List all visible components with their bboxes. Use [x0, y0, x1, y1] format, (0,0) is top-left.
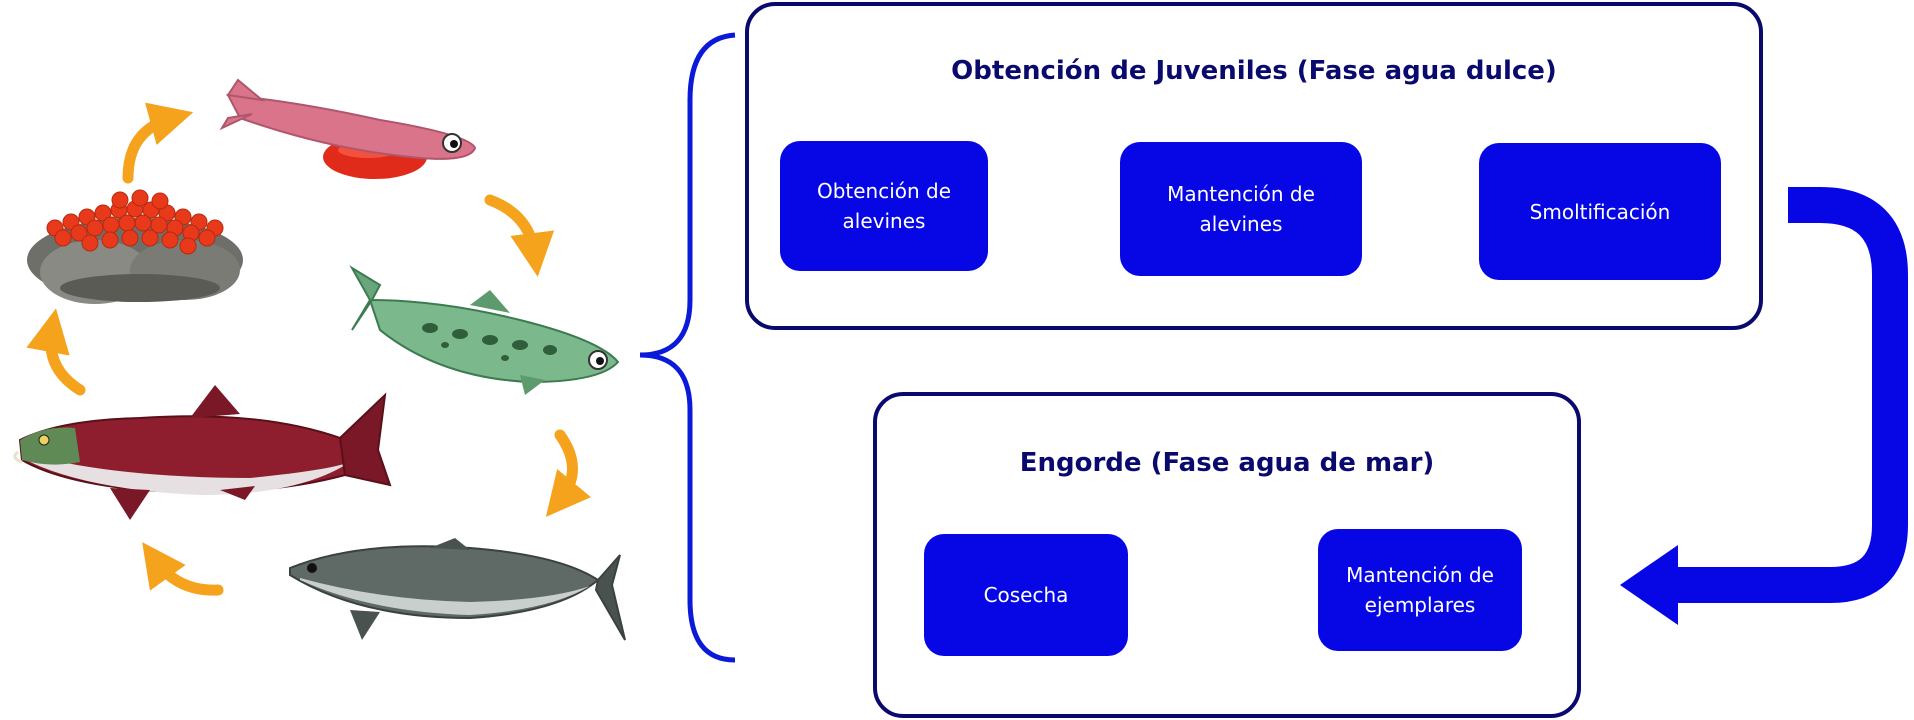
cycle-arrow-icon	[26, 308, 86, 396]
step-smoltification[interactable]: Smoltificación	[1479, 143, 1721, 280]
cycle-arrow-icon	[484, 194, 555, 277]
cycle-arrow-icon	[142, 542, 224, 596]
eggs-icon	[27, 189, 243, 304]
step-maintain-specimens[interactable]: Mantención de ejemplares	[1318, 529, 1522, 651]
spawning-salmon-icon	[13, 385, 392, 520]
flow-arrow-icon	[1620, 187, 1908, 625]
alevin-icon	[219, 78, 477, 179]
cycle-arrow-icon	[545, 429, 591, 517]
step-obtain-alevins[interactable]: Obtención de alevines	[780, 141, 988, 271]
step-maintain-alevins[interactable]: Mantención de alevines	[1120, 142, 1362, 276]
smolt-adult-icon	[289, 538, 626, 641]
parr-icon	[349, 265, 620, 395]
brace-icon	[639, 32, 736, 663]
step-harvest[interactable]: Cosecha	[924, 534, 1128, 656]
freshwater-phase-title: Obtención de Juveniles (Fase agua dulce)	[951, 56, 1557, 86]
cycle-arrows	[26, 102, 591, 596]
cycle-arrow-icon	[122, 102, 194, 184]
seawater-phase-title: Engorde (Fase agua de mar)	[1019, 448, 1435, 478]
